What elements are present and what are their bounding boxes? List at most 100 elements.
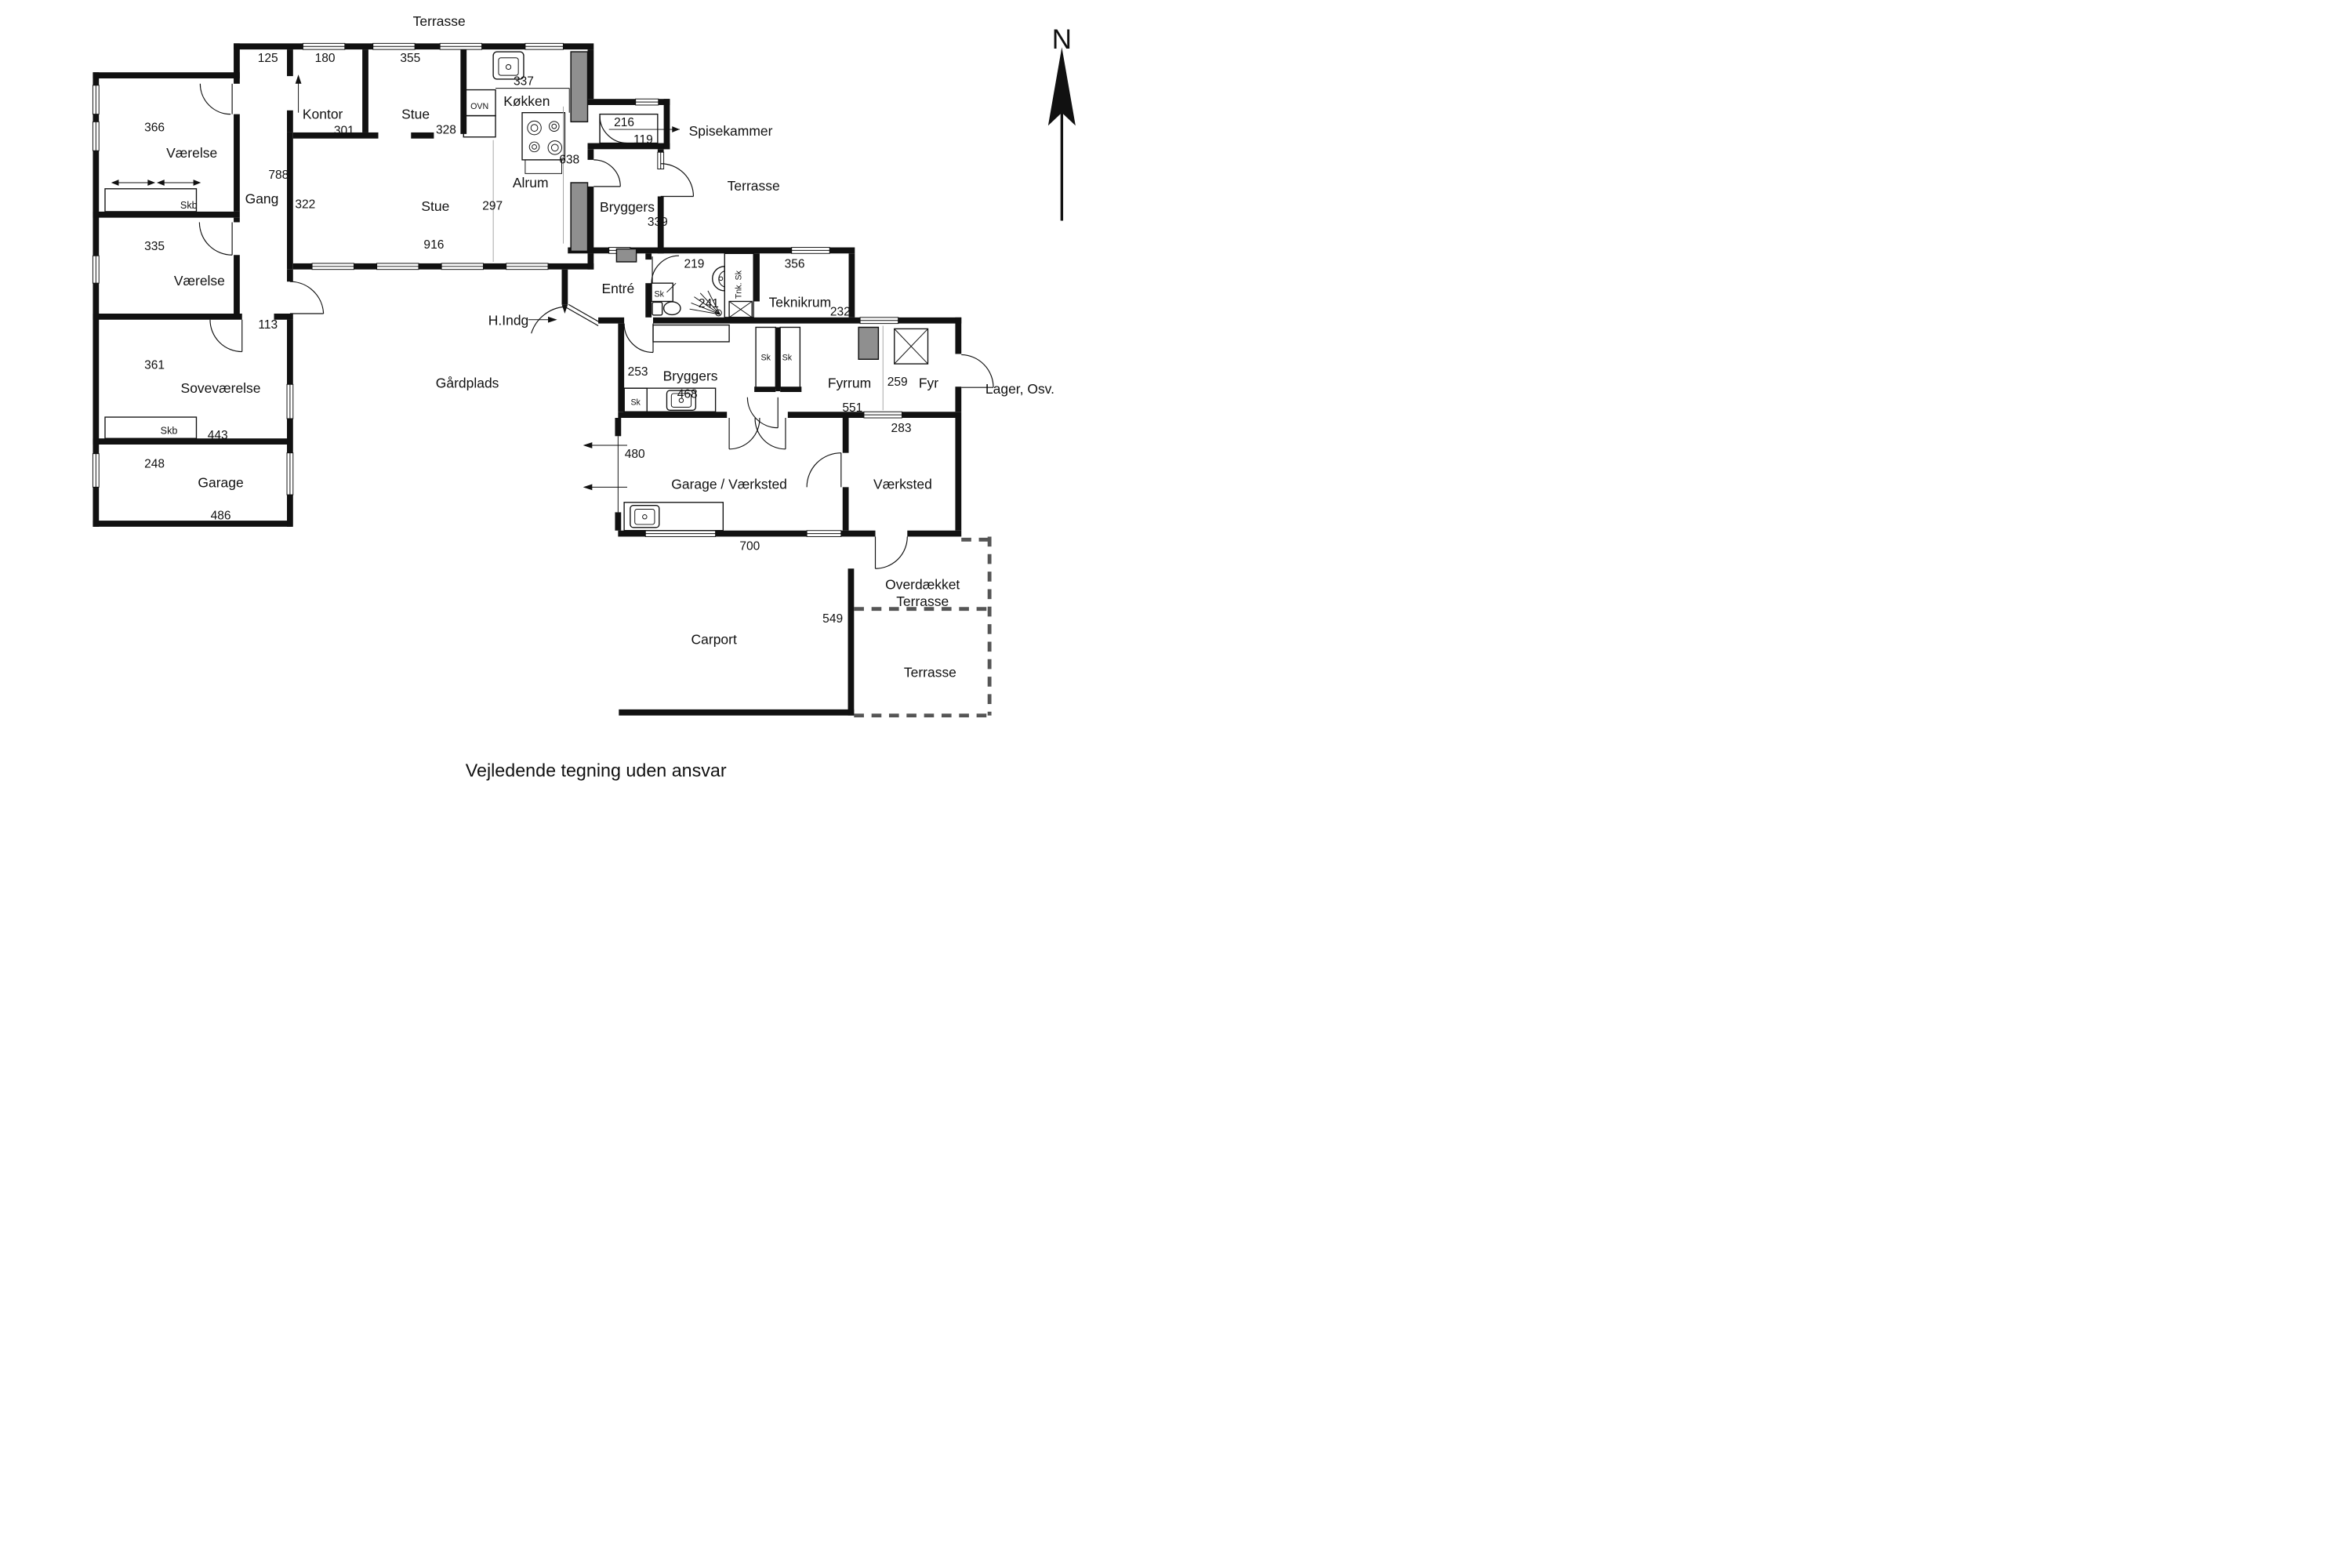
label-gaardplads: Gårdplads: [436, 375, 499, 390]
label-sk-bryggers: Sk: [630, 398, 641, 408]
door-bryggers-double-right: [754, 417, 786, 450]
window: [859, 317, 899, 325]
garage-arrow-2: [583, 484, 627, 491]
window: [286, 452, 294, 495]
dim-337: 337: [514, 74, 534, 88]
label-overdaekket-1: Overdækket: [885, 577, 960, 593]
door-vaerelse-2: [198, 222, 233, 256]
dim-788: 788: [268, 169, 289, 182]
label-skb-2: Skb: [161, 426, 178, 437]
dim-283: 283: [891, 422, 912, 435]
door-fyr-lager: [961, 354, 994, 388]
door-garage-vaerksted: [806, 452, 842, 488]
boiler-box: [894, 328, 929, 365]
dim-366: 366: [144, 122, 165, 135]
label-bryggers-upper: Bryggers: [600, 199, 655, 215]
door-entre-bath: [651, 255, 680, 284]
dim-443: 443: [208, 429, 228, 442]
dim-355: 355: [400, 52, 420, 65]
window: [806, 530, 842, 537]
dim-253: 253: [628, 365, 648, 379]
window: [92, 453, 100, 488]
skb-closet-2: [104, 416, 198, 439]
bryggers-sk-box: [623, 387, 648, 412]
dim-216: 216: [614, 116, 634, 129]
kitchen-cabinet: [463, 114, 496, 138]
label-koekken: Køkken: [503, 93, 550, 109]
window: [92, 85, 100, 115]
window: [92, 255, 100, 284]
dim-361: 361: [144, 359, 165, 372]
label-sk-bath: Sk: [655, 290, 665, 299]
dim-638: 638: [559, 153, 579, 166]
garage-arrow-1: [583, 442, 627, 448]
label-teknikrum: Teknikrum: [769, 294, 832, 310]
label-garage-1: Garage: [198, 475, 243, 491]
label-kontor: Kontor: [303, 107, 343, 122]
door-main-entrance: [531, 303, 601, 334]
window: [376, 263, 419, 270]
window: [302, 42, 346, 50]
door-entre-bryggers: [623, 323, 654, 354]
kitchen-counter: [495, 88, 570, 113]
label-tnk-sk: Tnk. Sk: [735, 270, 744, 299]
window: [372, 42, 416, 50]
label-lager: Lager, Osv.: [985, 381, 1054, 397]
label-ovn: OVN: [470, 102, 488, 111]
label-fyr: Fyr: [919, 375, 938, 390]
window: [439, 42, 483, 50]
window: [635, 98, 659, 106]
floor-plan-drawing: Terrasse125180355KontorStue301328OVN337K…: [92, 13, 1076, 781]
dim-339: 339: [648, 216, 668, 229]
label-skb-1: Skb: [180, 200, 198, 211]
garage-sink-icon: [630, 504, 660, 528]
door-overdaekket: [874, 536, 908, 569]
sk-closet-2: [779, 326, 801, 389]
label-fyrrum: Fyrrum: [828, 375, 871, 390]
chimney-entre: [615, 248, 637, 263]
bryggers-sink-icon: [666, 390, 697, 411]
dim-480: 480: [625, 448, 645, 461]
skb-slider-arrows: [111, 180, 201, 186]
hindg-arrow: [528, 316, 557, 323]
kontor-arrow: [295, 74, 302, 113]
sk-closet-1: [755, 326, 776, 389]
label-terrasse-right: Terrasse: [728, 178, 780, 194]
label-sk-2: Sk: [782, 353, 793, 362]
label-sk-1: Sk: [760, 353, 771, 362]
dim-916: 916: [423, 238, 444, 252]
dim-125: 125: [258, 52, 278, 65]
window: [441, 263, 484, 270]
chimney-kitchen: [570, 51, 589, 123]
bath-sink-icon: [712, 266, 725, 292]
door-gang-exterior: [289, 281, 325, 314]
window: [311, 263, 354, 270]
shower-icon: [689, 290, 722, 317]
label-gang: Gang: [245, 191, 279, 206]
chimneys-layer: [570, 51, 880, 360]
window: [92, 121, 100, 151]
door-vaerelse-1: [199, 83, 233, 115]
dim-248: 248: [144, 458, 165, 471]
bath-sk-closet: [651, 282, 673, 303]
dim-335: 335: [144, 240, 165, 253]
label-terrasse-top: Terrasse: [413, 13, 466, 29]
dim-700: 700: [739, 540, 760, 554]
skb-closet-1: [104, 188, 198, 212]
door-sk-closet: [746, 397, 779, 429]
dim-468: 468: [677, 387, 698, 401]
dim-297: 297: [482, 200, 503, 213]
window: [506, 263, 549, 270]
chimney-fyr: [858, 326, 880, 360]
doors-layer: [198, 83, 994, 569]
window: [524, 42, 564, 50]
walls-layer: [93, 43, 962, 716]
door-sovevaerelse: [209, 319, 243, 353]
window: [791, 247, 830, 254]
door-alrum-bryggers: [593, 159, 621, 187]
windows-layer: [92, 42, 902, 537]
kitchen-sink-icon: [492, 51, 524, 80]
garage-counter: [623, 502, 724, 532]
dim-301: 301: [334, 124, 354, 137]
